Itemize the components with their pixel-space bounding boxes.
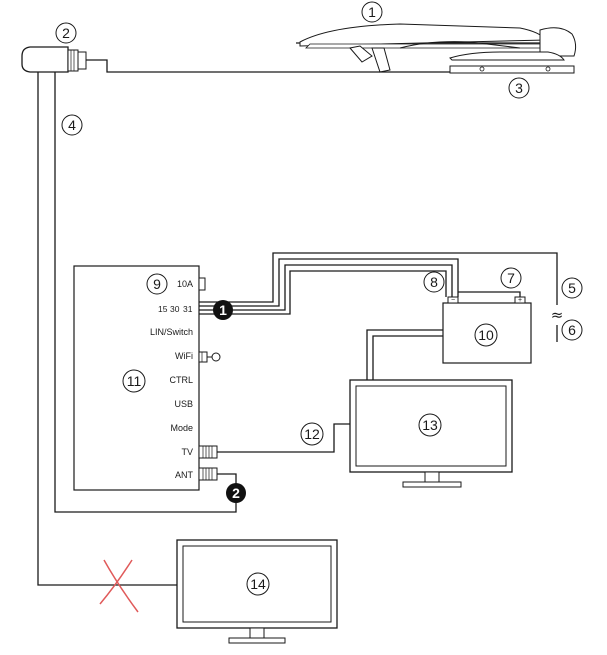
callout-5: 5 [561, 277, 583, 299]
wifi-label: WiFi [175, 351, 193, 361]
ant-label: ANT [175, 470, 194, 480]
callout-11: 11 [122, 369, 146, 393]
disconnect-cross-mark [99, 559, 139, 613]
svg-text:9: 9 [153, 276, 161, 292]
lin-switch-label: LIN/Switch [150, 327, 193, 337]
callout-4: 4 [61, 114, 83, 136]
callout-12: 12 [300, 422, 324, 446]
fuse-holder [198, 277, 206, 291]
callout-8: 8 [423, 271, 445, 293]
fuse-label: 10A [177, 279, 193, 289]
svg-text:4: 4 [68, 117, 76, 133]
antenna-base-plate [449, 65, 575, 74]
svg-text:6: 6 [568, 322, 576, 338]
pin-label-15: 15 [158, 304, 168, 314]
ant-cable [217, 473, 237, 484]
callout-9: 9 [146, 273, 168, 295]
roof-feedthrough [21, 46, 87, 73]
power-cable-bundle [199, 252, 558, 315]
svg-text:2: 2 [62, 25, 70, 41]
tv-connector [198, 445, 218, 459]
wifi-antenna [198, 351, 221, 363]
cable-to-old-tv [37, 72, 177, 586]
satellite-antenna [296, 23, 577, 73]
badge-1: 1 [213, 300, 233, 320]
battery-minus-terminal [447, 296, 459, 304]
svg-text:14: 14 [250, 576, 266, 592]
svg-text:12: 12 [304, 426, 320, 442]
svg-text:8: 8 [430, 274, 438, 290]
svg-text:3: 3 [515, 80, 523, 96]
tv-coax-cable [217, 423, 350, 453]
callout-6: 6 [561, 319, 583, 341]
tv-label: TV [181, 447, 193, 457]
pin-label-31: 31 [183, 304, 193, 314]
cable-to-control-box [54, 72, 237, 513]
callout-2: 2 [55, 22, 77, 44]
ant-connector [198, 467, 218, 481]
battery-plus-sign: + [518, 297, 522, 304]
svg-text:11: 11 [127, 373, 142, 389]
callout-1: 1 [361, 1, 383, 23]
separator-symbol: ≈ [551, 306, 564, 324]
svg-text:2: 2 [232, 485, 240, 501]
ctrl-label: CTRL [169, 375, 193, 385]
callout-7: 7 [500, 267, 522, 289]
callout-10: 10 [474, 323, 498, 347]
svg-text:1: 1 [219, 302, 227, 318]
usb-label: USB [174, 399, 193, 409]
callout-14: 14 [246, 572, 270, 596]
svg-text:10: 10 [478, 327, 494, 343]
callout-13: 13 [418, 413, 442, 437]
svg-text:7: 7 [507, 270, 515, 286]
battery-minus-sign: − [451, 297, 455, 304]
mode-label: Mode [170, 423, 193, 433]
svg-text:1: 1 [368, 4, 376, 20]
antenna-cable [86, 59, 450, 73]
badge-2: 2 [226, 483, 246, 503]
tv-power-cable [366, 329, 443, 380]
pin-label-30: 30 [170, 304, 180, 314]
svg-text:13: 13 [422, 417, 438, 433]
callout-3: 3 [508, 77, 530, 99]
battery-plus-lead [458, 291, 521, 297]
svg-text:5: 5 [568, 280, 576, 296]
